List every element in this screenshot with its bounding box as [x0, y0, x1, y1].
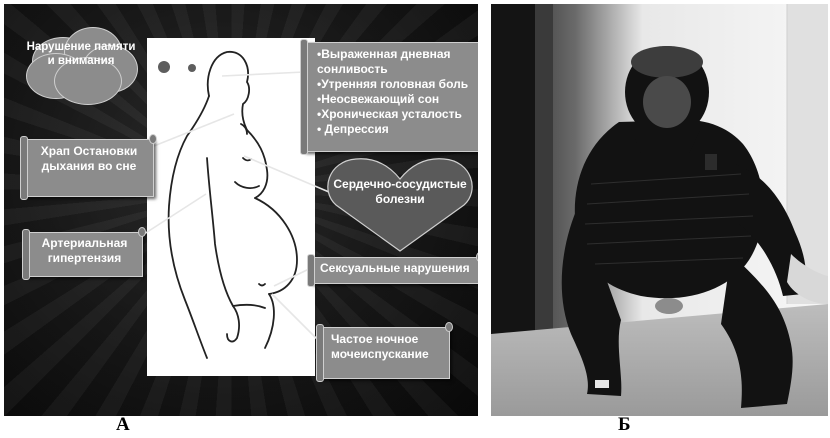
diagram-panel-a: Нарушение памяти и внимания •Выраженная … [4, 4, 478, 416]
snoring-text: Храп Остановки дыхания во сне [25, 144, 153, 174]
sexual-text: Сексуальные нарушения [320, 261, 478, 276]
memory-attention-cloud: Нарушение памяти и внимания [26, 27, 136, 103]
cardio-heart: Сердечно-сосудистые болезни [326, 155, 474, 255]
symptom-item: •Хроническая усталость [317, 107, 478, 122]
patient-photo [491, 4, 828, 416]
nocturia-scroll: Частое ночное мочеиспускание [320, 327, 450, 379]
caption-b: Б [618, 414, 631, 436]
hypertension-text: Артериальная гипертензия [27, 236, 142, 266]
snoring-scroll: Храп Остановки дыхания во сне [24, 139, 154, 197]
hypertension-scroll: Артериальная гипертензия [26, 232, 143, 277]
nocturia-text: Частое ночное мочеиспускание [331, 332, 449, 362]
symptoms-scroll: •Выраженная дневная сонливость •Утренняя… [304, 42, 478, 152]
caption-a: А [116, 414, 130, 436]
cardio-text: Сердечно-сосудистые болезни [326, 177, 474, 207]
photo-panel-b [491, 4, 828, 416]
thought-dot-small [188, 64, 196, 72]
symptoms-list: •Выраженная дневная сонливость •Утренняя… [317, 47, 478, 137]
symptom-item: • Депрессия [317, 122, 478, 137]
symptom-item: •Неосвежающий сон [317, 92, 478, 107]
cloud-text: Нарушение памяти и внимания [26, 40, 136, 68]
symptom-item: •Выраженная дневная сонливость [317, 47, 478, 77]
symptom-item: •Утренняя головная боль [317, 77, 478, 92]
sexual-scroll: Сексуальные нарушения [311, 257, 478, 284]
thought-dot-large [158, 61, 170, 73]
